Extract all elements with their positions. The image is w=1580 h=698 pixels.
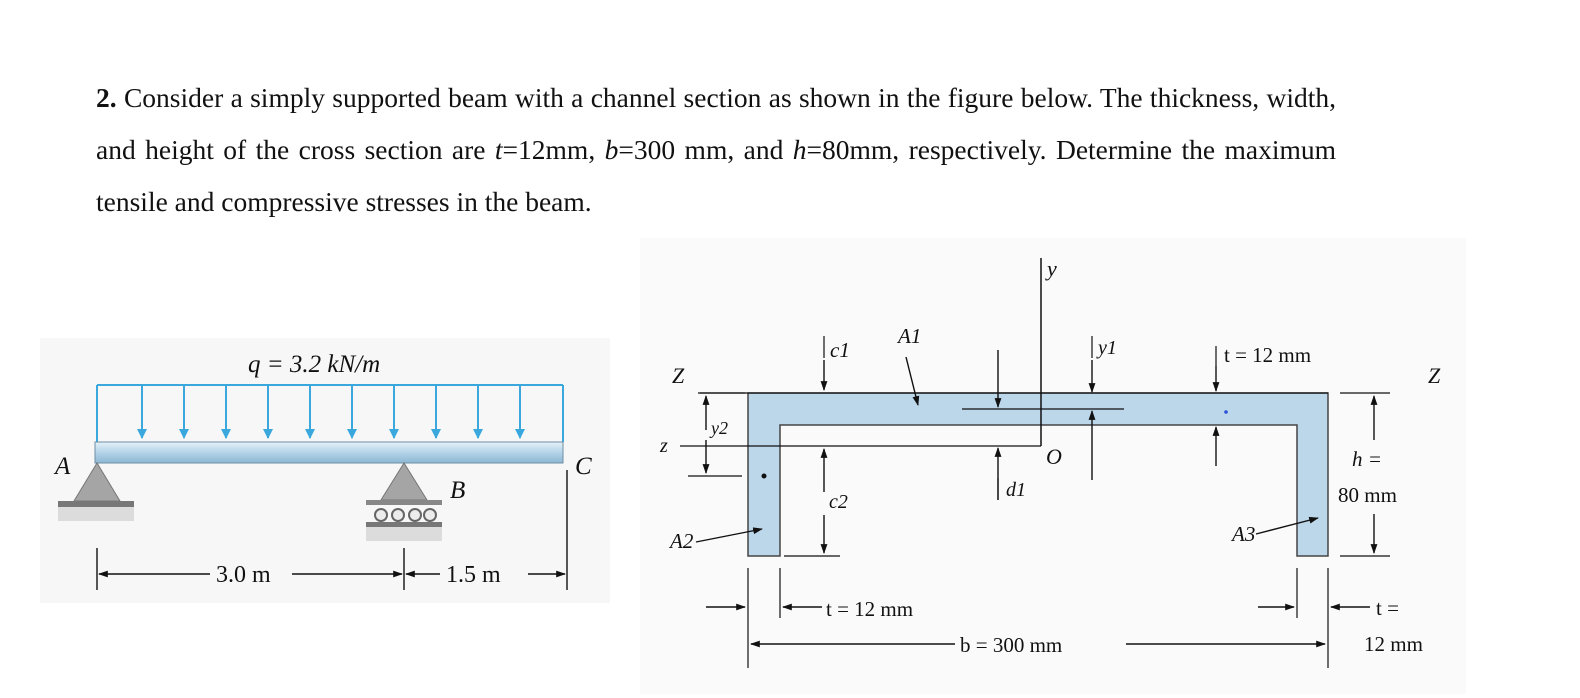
problem-text-1: Consider a simply supported beam with a …	[96, 82, 1336, 165]
c1-label: c1	[830, 338, 850, 362]
roller-wheel	[374, 508, 388, 522]
origin-label: O	[1046, 444, 1062, 469]
a1-label: A1	[896, 324, 921, 348]
h-label-line2: 80 mm	[1338, 483, 1397, 507]
load-label: q = 3.2 kN/m	[248, 351, 380, 378]
beam-figure-background	[40, 338, 610, 603]
y2-label: y2	[709, 418, 728, 438]
roller-wheel	[391, 508, 405, 522]
point-b-label: B	[450, 477, 465, 504]
a3-label: A3	[1230, 522, 1255, 546]
span-bc-label: 1.5 m	[446, 562, 501, 588]
t-right-label-line2: 12 mm	[1364, 632, 1423, 656]
channel-section	[747, 392, 1329, 557]
problem-text-2: =80mm, respectively. Determine the maxim…	[96, 134, 1336, 217]
roller-support-b	[366, 462, 442, 541]
width-symbol: b	[604, 134, 619, 165]
z-axis-left-label: Z	[672, 363, 685, 388]
a2-pointer	[695, 527, 763, 543]
height-symbol: h	[792, 134, 807, 165]
b-width-label: b = 300 mm	[960, 633, 1062, 657]
span-dimensions	[96, 470, 568, 590]
a2-label: A2	[668, 529, 694, 553]
roller-wheel	[408, 508, 422, 522]
c2-label: c2	[829, 491, 848, 513]
problem-number: 2.	[96, 82, 117, 113]
pin-support-base	[58, 501, 134, 507]
z-local-label: z	[659, 435, 668, 457]
d1-label: d1	[1006, 479, 1026, 501]
span-ab-label: 3.0 m	[216, 562, 271, 588]
point-a-label: A	[53, 453, 71, 480]
y1-label: y1	[1096, 337, 1117, 359]
pin-support-a	[58, 462, 134, 521]
a2-centroid-dot	[761, 473, 767, 479]
roller-support-ground	[366, 527, 442, 541]
thickness-value: =12mm,	[502, 134, 605, 165]
h-label-line1: h =	[1352, 447, 1382, 471]
beam-body	[94, 441, 564, 464]
point-c-label: C	[575, 453, 592, 480]
channel-section-figure: y Z Z z O c1 A1 y1 d1 t = 12 mm y2	[640, 238, 1466, 694]
roller-wheel	[423, 508, 437, 522]
a3-pointer	[1255, 516, 1319, 535]
t-right-label-line1: t =	[1376, 596, 1399, 620]
y-axis-label: y	[1045, 256, 1057, 281]
beam-figure: q = 3.2 kN/m	[40, 338, 610, 603]
t-bottom-label: t = 12 mm	[826, 597, 913, 621]
distributed-load	[96, 384, 564, 442]
z-axis-right-label: Z	[1428, 363, 1441, 388]
roller-support-base	[366, 522, 442, 527]
a3-centroid-dot	[1224, 410, 1228, 414]
problem-statement: 2. Consider a simply supported beam with…	[96, 72, 1336, 228]
width-value: =300 mm, and	[618, 134, 793, 165]
t-top-label: t = 12 mm	[1224, 343, 1311, 367]
thickness-symbol: t	[494, 134, 503, 165]
a1-pointer	[905, 356, 920, 406]
roller-support-plate	[366, 500, 442, 505]
pin-support-ground	[58, 507, 134, 521]
